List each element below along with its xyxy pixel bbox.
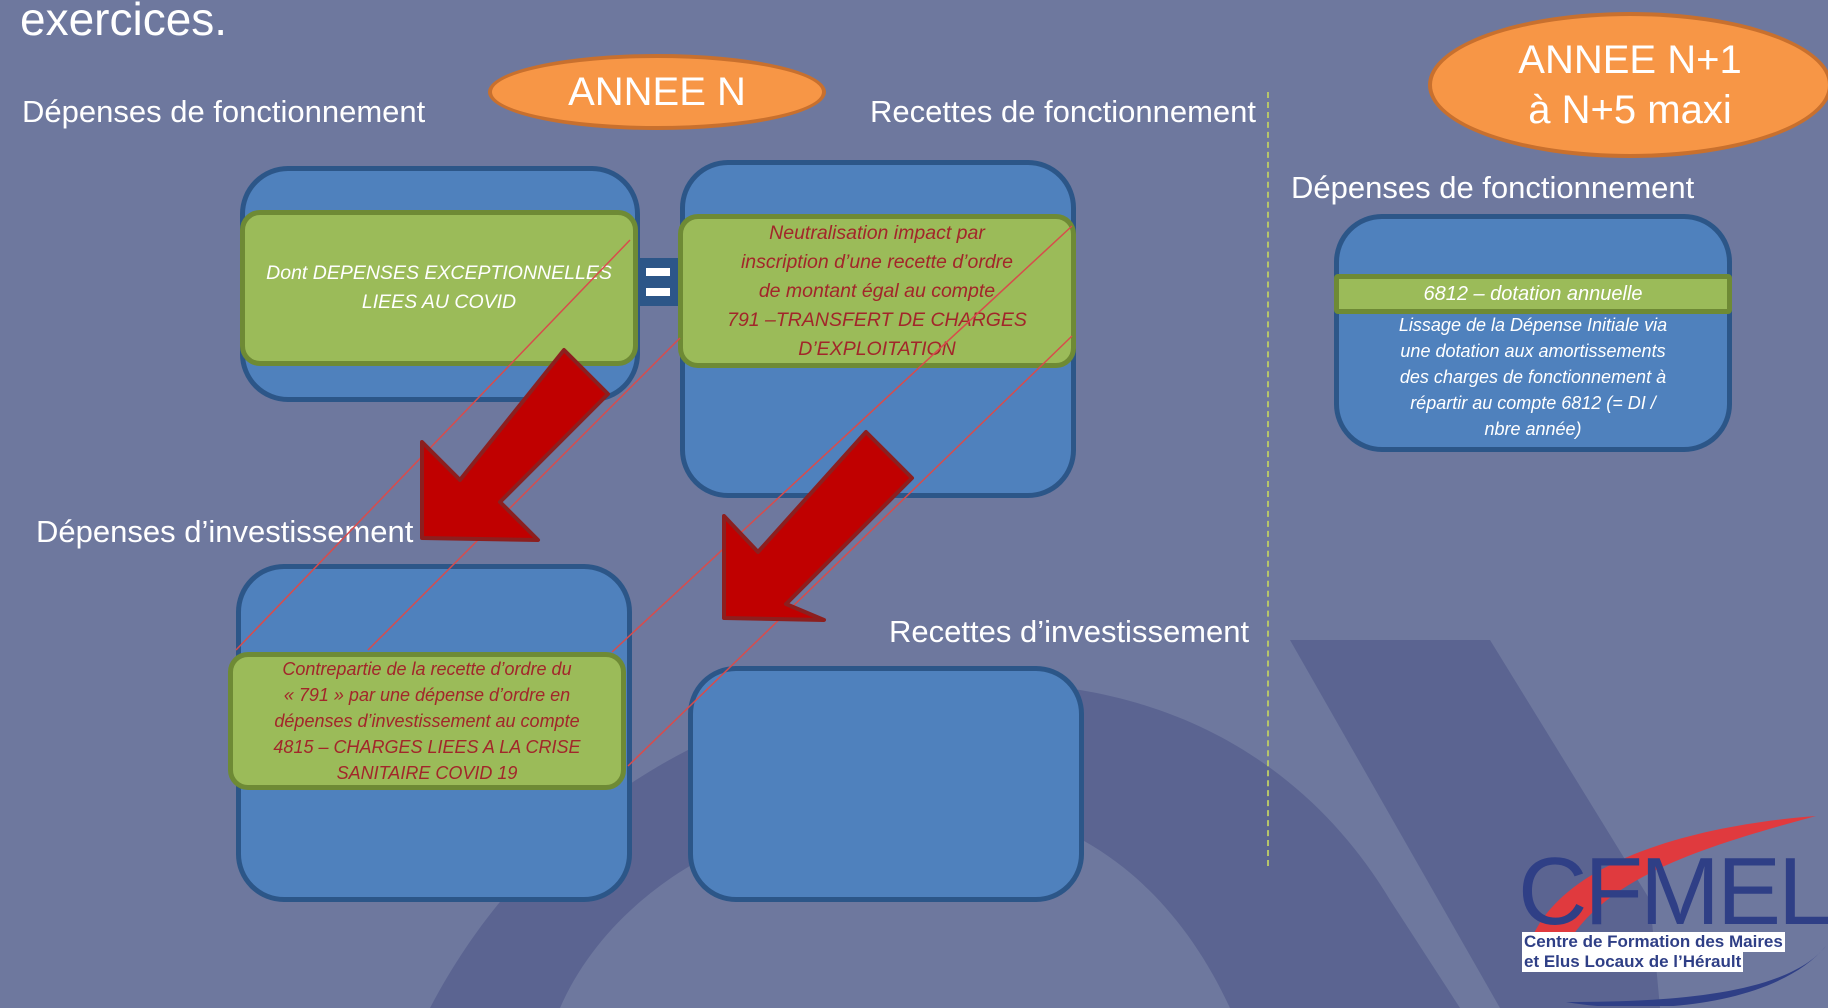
covid-expenses-line2: LIEES AU COVID (361, 291, 517, 313)
lissage-line1: Lissage de la Dépense Initiale via (1398, 315, 1668, 335)
box-neutralisation: Neutralisation impact par inscription d’… (678, 214, 1076, 368)
lissage-line3: des charges de fonctionnement à (1399, 367, 1667, 387)
connector-line (235, 239, 631, 651)
box-covid-expenses: Dont DEPENSES EXCEPTIONNELLES LIEES AU C… (240, 210, 638, 366)
arrow-right-down (722, 430, 914, 622)
connector-line (627, 335, 1073, 767)
annee-n-oval: ANNEE N (488, 54, 826, 130)
heading-recettes-investissement: Recettes d’investissement (889, 614, 1250, 649)
equals-bar-bottom (646, 288, 670, 296)
annee-n1-label-line2: à N+5 maxi (1528, 88, 1732, 132)
annee-n1-oval: ANNEE N+1 à N+5 maxi (1428, 12, 1828, 158)
logo-line1: Centre de Formation des Maires (1522, 932, 1785, 952)
neutralisation-line3: de montant égal au compte (758, 279, 996, 302)
box-recettes-investissement (688, 666, 1084, 902)
equals-sign: = (638, 258, 678, 306)
contrepartie-line4: 4815 – CHARGES LIEES A LA CRISE (273, 737, 581, 757)
arrow-left-down (420, 348, 610, 542)
lissage-text: Lissage de la Dépense Initiale via une d… (1336, 312, 1730, 442)
contrepartie-line2: « 791 » par une dépense d’ordre en (283, 685, 571, 705)
cfmel-logo: CFMEL Centre de Formation des Maires et … (1486, 806, 1828, 1006)
divider (1267, 92, 1269, 866)
logo-name: CFMEL (1518, 838, 1828, 945)
annee-n-label: ANNEE N (568, 70, 746, 114)
heading-depenses-fonctionnement-right: Dépenses de fonctionnement (1291, 170, 1695, 205)
lissage-line2: une dotation aux amortissements (1400, 341, 1666, 361)
contrepartie-line3: dépenses d’investissement au compte (274, 711, 580, 731)
neutralisation-line5: D’EXPLOITATION (798, 337, 956, 360)
connector-line (367, 337, 681, 651)
box-depenses-fonctionnement-future (1334, 214, 1732, 452)
neutralisation-line2: inscription d’une recette d’ordre (740, 250, 1014, 273)
lissage-line4: répartir au compte 6812 (= DI / (1410, 393, 1656, 413)
dotation-label: 6812 – dotation annuelle (1423, 282, 1643, 305)
neutralisation-line4: 791 –TRANSFERT DE CHARGES (727, 308, 1027, 331)
covid-expenses-line1: Dont DEPENSES EXCEPTIONNELLES (266, 262, 612, 284)
heading-recettes-fonctionnement: Recettes de fonctionnement (870, 94, 1257, 129)
box-dotation-annuelle: 6812 – dotation annuelle (1334, 274, 1732, 314)
lissage-line5: nbre année) (1484, 419, 1582, 439)
logo-line2: et Elus Locaux de l’Hérault (1522, 952, 1744, 972)
slide-title: exercices. (20, 0, 228, 45)
annee-n1-label-line1: ANNEE N+1 (1518, 38, 1742, 82)
neutralisation-line1: Neutralisation impact par (769, 221, 985, 244)
equals-bar-top (646, 268, 670, 276)
connector-line (611, 225, 1073, 653)
contrepartie-line5: SANITAIRE COVID 19 (336, 763, 518, 783)
contrepartie-line1: Contrepartie de la recette d’ordre du (282, 659, 572, 679)
box-contrepartie: Contrepartie de la recette d’ordre du « … (228, 652, 626, 790)
heading-depenses-fonctionnement-left: Dépenses de fonctionnement (22, 94, 426, 129)
